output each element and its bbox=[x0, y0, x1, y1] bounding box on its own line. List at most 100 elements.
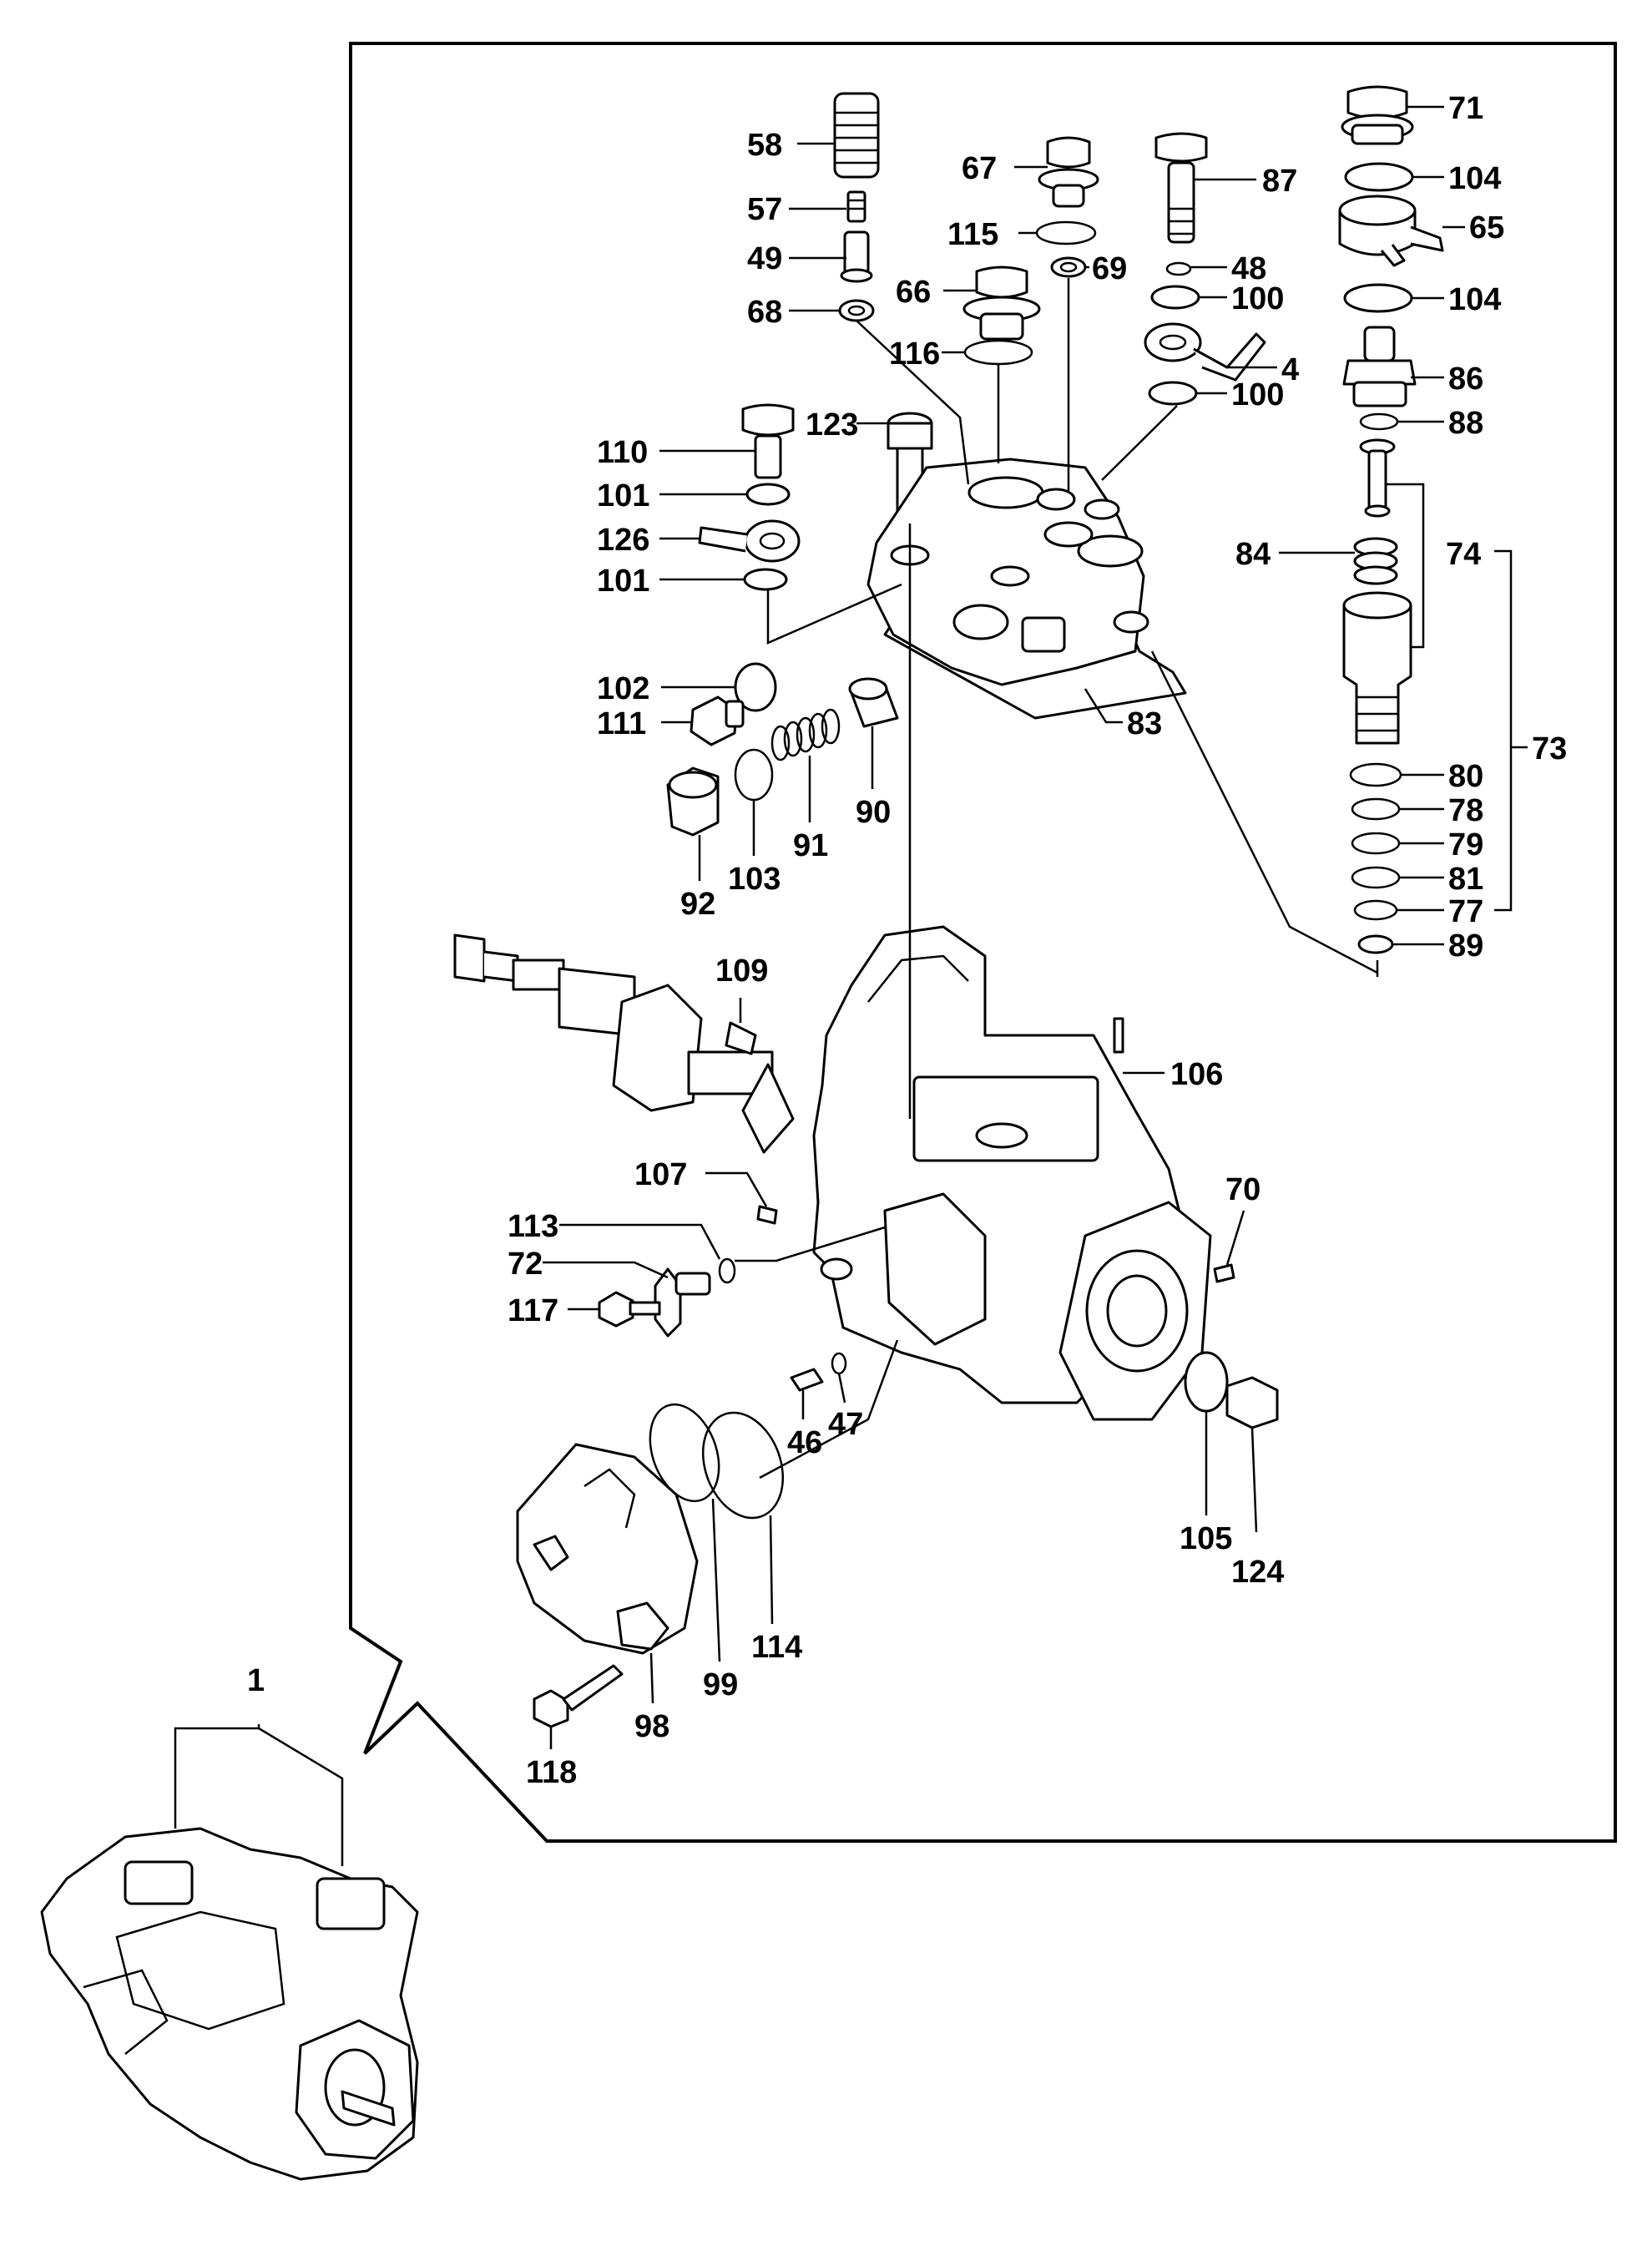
part-71-cap bbox=[1341, 85, 1414, 145]
callout-83: 83 bbox=[1127, 706, 1162, 741]
callout-47: 47 bbox=[828, 1407, 863, 1442]
callout-58: 58 bbox=[747, 128, 782, 163]
part-111-plug bbox=[690, 696, 745, 746]
callout-91: 91 bbox=[793, 828, 828, 863]
part-103-o-ring bbox=[734, 748, 774, 802]
part-70-plug bbox=[1213, 1263, 1235, 1283]
part-105-washer bbox=[1184, 1351, 1229, 1413]
callout-65: 65 bbox=[1469, 210, 1504, 245]
part-69-washer bbox=[1050, 256, 1087, 278]
part-72-plate bbox=[654, 1267, 711, 1338]
part-89-washer bbox=[1357, 934, 1394, 954]
callout-70: 70 bbox=[1225, 1172, 1260, 1207]
part-106-pin bbox=[1113, 1017, 1124, 1054]
drive-shaft bbox=[453, 933, 795, 1154]
part-124-nut bbox=[1225, 1376, 1279, 1429]
part-115-o-ring bbox=[1035, 220, 1097, 245]
part-117-bolt bbox=[598, 1291, 661, 1328]
callout-104-upper: 104 bbox=[1448, 161, 1501, 196]
callout-99: 99 bbox=[703, 1667, 738, 1702]
part-1-assembled-pump bbox=[40, 1827, 419, 2181]
part-92-plug bbox=[666, 766, 720, 837]
detail-callout-frame bbox=[349, 42, 1617, 1843]
part-90-piston bbox=[848, 677, 899, 728]
callout-90: 90 bbox=[856, 795, 891, 830]
callout-57: 57 bbox=[747, 192, 782, 227]
callout-104-lower: 104 bbox=[1448, 282, 1501, 317]
part-104-washer-upper bbox=[1344, 162, 1414, 192]
part-114-o-ring bbox=[701, 1411, 785, 1520]
callout-73: 73 bbox=[1532, 731, 1567, 766]
part-46-screw bbox=[790, 1368, 824, 1392]
part-101-washer-lower bbox=[743, 568, 788, 591]
part-67-plug bbox=[1038, 136, 1099, 208]
part-77-o-ring bbox=[1353, 899, 1398, 921]
callout-109: 109 bbox=[715, 954, 768, 989]
callout-98: 98 bbox=[634, 1709, 669, 1744]
callout-74: 74 bbox=[1446, 537, 1481, 572]
callout-116: 116 bbox=[889, 336, 940, 372]
callout-114: 114 bbox=[751, 1630, 802, 1665]
callout-103: 103 bbox=[728, 862, 781, 897]
pump-body bbox=[812, 925, 1212, 1421]
callout-68: 68 bbox=[747, 295, 782, 330]
part-98-governor-housing bbox=[516, 1443, 699, 1655]
part-100-washer-upper bbox=[1150, 285, 1200, 310]
part-81-o-ring bbox=[1351, 866, 1401, 889]
part-100-washer-lower bbox=[1148, 381, 1198, 406]
callout-92: 92 bbox=[680, 887, 715, 922]
callout-107: 107 bbox=[634, 1157, 687, 1192]
callout-69: 69 bbox=[1092, 251, 1127, 286]
callout-80: 80 bbox=[1448, 759, 1483, 794]
part-86-delivery-valve-holder bbox=[1342, 326, 1417, 407]
leader-lines bbox=[174, 105, 1528, 1866]
callout-67: 67 bbox=[962, 151, 997, 186]
callout-46: 46 bbox=[787, 1425, 822, 1460]
part-79-o-ring bbox=[1351, 832, 1401, 855]
part-118-bolt bbox=[533, 1664, 624, 1728]
part-113-o-ring bbox=[718, 1257, 736, 1284]
callout-113: 113 bbox=[508, 1209, 558, 1244]
callout-118: 118 bbox=[526, 1755, 577, 1790]
part-68-washer bbox=[838, 299, 875, 322]
part-74-plunger bbox=[1359, 438, 1396, 518]
part-87-banjo-bolt bbox=[1154, 132, 1208, 244]
part-78-o-ring bbox=[1351, 797, 1401, 821]
callout-101-upper: 101 bbox=[597, 478, 649, 513]
callout-66: 66 bbox=[896, 275, 931, 310]
part-83-head-and-gasket bbox=[866, 458, 1187, 720]
part-110-banjo-bolt bbox=[741, 403, 795, 479]
part-99-o-ring bbox=[649, 1403, 720, 1503]
callout-78: 78 bbox=[1448, 793, 1483, 828]
part-84-spring bbox=[1353, 537, 1398, 585]
callout-77: 77 bbox=[1448, 894, 1483, 929]
part-49-valve bbox=[840, 230, 873, 283]
part-107-pin bbox=[756, 1205, 778, 1225]
callout-115: 115 bbox=[947, 217, 998, 252]
callout-87: 87 bbox=[1262, 164, 1297, 199]
part-4-banjo-fitting bbox=[1144, 322, 1266, 382]
part-126-banjo-fitting bbox=[698, 519, 801, 563]
callout-123: 123 bbox=[806, 407, 858, 443]
callout-49: 49 bbox=[747, 241, 782, 276]
callout-102: 102 bbox=[597, 671, 649, 706]
callout-105: 105 bbox=[1180, 1521, 1232, 1556]
part-48-o-ring bbox=[1165, 261, 1192, 276]
callout-100-upper: 100 bbox=[1231, 281, 1284, 316]
callout-48: 48 bbox=[1231, 251, 1266, 286]
part-109-key bbox=[725, 1021, 757, 1055]
part-80-o-ring bbox=[1349, 762, 1402, 787]
part-88-o-ring bbox=[1359, 412, 1399, 431]
callout-101-lower: 101 bbox=[597, 564, 649, 599]
callout-111: 111 bbox=[597, 706, 646, 741]
callout-89: 89 bbox=[1448, 928, 1483, 964]
part-58-connector bbox=[833, 92, 880, 179]
callout-4: 4 bbox=[1281, 352, 1299, 387]
part-73-barrel bbox=[1342, 591, 1412, 745]
part-101-washer-upper bbox=[745, 483, 791, 506]
callout-126: 126 bbox=[597, 523, 649, 558]
callout-86: 86 bbox=[1448, 362, 1483, 397]
callout-106: 106 bbox=[1170, 1057, 1223, 1092]
part-66-plug bbox=[962, 266, 1041, 341]
